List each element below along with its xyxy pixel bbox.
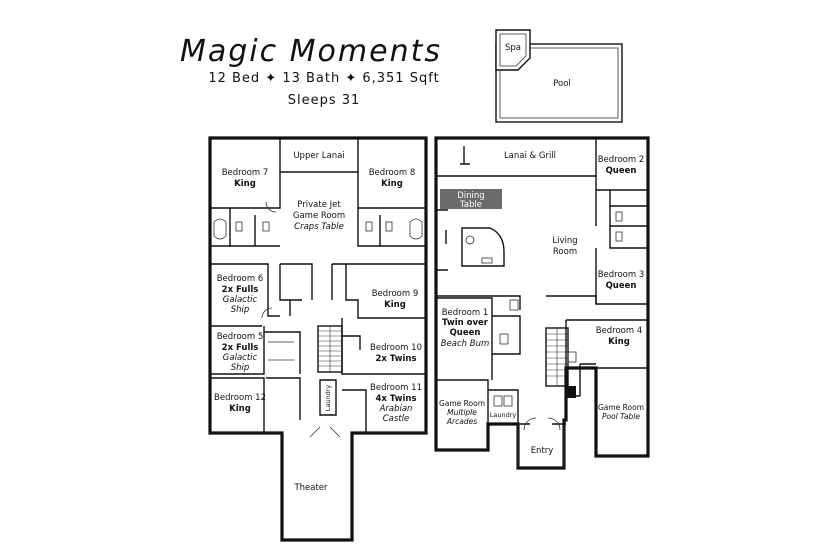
bedroom11-theme2: Castle [383, 414, 410, 424]
bedroom1-theme: Beach Bum [441, 339, 490, 349]
lanai-grill-label: Lanai & Grill [504, 151, 556, 161]
bedroom2-bed: Queen [606, 166, 637, 176]
bedroom1-name: Bedroom 1 [442, 308, 489, 318]
game-room-feature: Craps Table [294, 222, 344, 232]
game-room-line1: Private Jet [297, 200, 341, 210]
arcade-room-line2: Multiple [447, 408, 477, 417]
downstairs-plan [434, 136, 650, 470]
dining-label-line1: Dining [457, 191, 484, 201]
theater-label: Theater [293, 483, 328, 493]
pool-area: Spa Pool [495, 29, 623, 123]
bedroom11-bed: 4x Twins [375, 394, 416, 404]
dining-table-block [440, 189, 502, 209]
property-stats: 12 Bed ✦ 13 Bath ✦ 6,351 Sqft [208, 71, 439, 86]
entry-label: Entry [531, 446, 554, 456]
bedroom5-theme1: Galactic [223, 353, 258, 363]
bedroom3-name: Bedroom 3 [598, 270, 645, 280]
bedroom10-name: Bedroom 10 [370, 343, 422, 353]
bedroom12-bed: King [229, 404, 251, 414]
bedroom5-theme2: Ship [231, 363, 250, 373]
pool-label: Pool [553, 79, 571, 89]
bedroom6-bed: 2x Fulls [222, 285, 259, 295]
property-title: Magic Moments [180, 34, 442, 69]
bedroom3-bed: Queen [606, 281, 637, 291]
bedroom11-theme1: Arabian [379, 404, 413, 414]
upstairs-laundry-label: Laundry [324, 385, 332, 412]
upstairs-plan [208, 136, 428, 542]
bedroom6-name: Bedroom 6 [217, 274, 264, 284]
pool-table-room-line2: Pool Table [602, 412, 640, 421]
bedroom8-bed: King [381, 179, 403, 189]
bedroom9-name: Bedroom 9 [372, 289, 419, 299]
bedroom2-name: Bedroom 2 [598, 155, 645, 165]
arcade-room-line3: Arcades [446, 417, 477, 426]
bedroom1-bed1: Twin over [442, 318, 489, 328]
bedroom8-name: Bedroom 8 [369, 168, 416, 178]
upper-lanai-label: Upper Lanai [293, 151, 344, 161]
bedroom10-bed: 2x Twins [375, 354, 416, 364]
bedroom7-bed: King [234, 179, 256, 189]
game-room-line2: Game Room [293, 211, 345, 221]
dining-label-line2: Table [459, 200, 482, 210]
bedroom7-name: Bedroom 7 [222, 168, 269, 178]
bedroom6-theme1: Galactic [223, 295, 258, 305]
arcade-room-line1: Game Room [439, 399, 485, 408]
bedroom11-name: Bedroom 11 [370, 383, 422, 393]
downstairs-laundry-label: Laundry [490, 411, 517, 419]
property-sleeps: Sleeps 31 [288, 93, 361, 108]
spa-label: Spa [505, 43, 521, 53]
bedroom5-name: Bedroom 5 [217, 332, 264, 342]
pool-table-room-line1: Game Room [598, 403, 644, 412]
bedroom5-bed: 2x Fulls [222, 343, 259, 353]
living-label-line2: Room [553, 247, 577, 257]
bedroom4-bed: King [608, 337, 630, 347]
bedroom12-name: Bedroom 12 [214, 393, 266, 403]
bedroom4-name: Bedroom 4 [596, 326, 643, 336]
bedroom9-bed: King [384, 300, 406, 310]
living-label-line1: Living [552, 236, 577, 246]
bedroom1-bed2: Queen [450, 328, 481, 338]
bedroom6-theme2: Ship [231, 305, 250, 315]
